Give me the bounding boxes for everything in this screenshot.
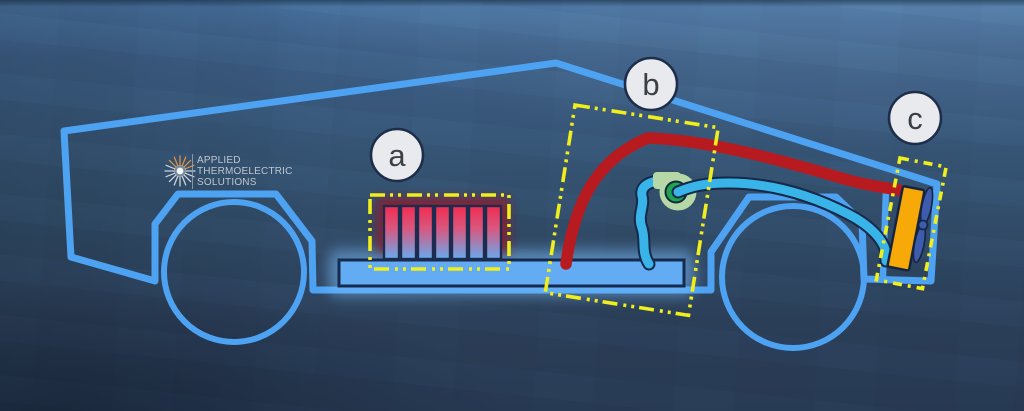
radiator-fan [912, 186, 934, 264]
logo-text-line1: APPLIED [197, 155, 241, 166]
heatsink-fin [433, 204, 452, 261]
battery-pack [337, 258, 686, 288]
logo-text-line2: THERMOELECTRIC [197, 166, 293, 177]
heatsink-fin [450, 204, 469, 261]
callout-label-a: a [369, 127, 425, 183]
heatsink-fin [467, 204, 486, 261]
heatsink-fin [484, 204, 503, 261]
callout-letter-b: b [642, 67, 659, 102]
hot-coolant-pipe [560, 132, 905, 270]
front-wheel [719, 203, 867, 351]
starburst-icon [164, 155, 196, 187]
heatsink-fin [399, 204, 418, 261]
callout-letter-a: a [388, 138, 406, 173]
radiator [886, 185, 926, 272]
callout-label-c: c [887, 90, 943, 146]
fan-hub [917, 219, 929, 231]
highlight-box-c [874, 155, 949, 291]
cold-pipe-left [635, 176, 666, 269]
highlight-box-b [543, 102, 721, 318]
heatsink-fin [382, 204, 401, 261]
applied-thermoelectric-solutions-logo: APPLIED THERMOELECTRIC SOLUTIONS [164, 154, 293, 189]
rear-wheel [161, 199, 307, 345]
callout-label-b: b [623, 56, 679, 112]
highlight-box-a [368, 193, 511, 271]
heatsink-fin [416, 204, 435, 261]
logo-text-line3: SOLUTIONS [197, 177, 257, 188]
heatsink-fins [382, 204, 503, 261]
cold-pipe-right [673, 178, 891, 266]
car-body-outline [60, 59, 941, 294]
callout-letter-c: c [907, 101, 923, 136]
